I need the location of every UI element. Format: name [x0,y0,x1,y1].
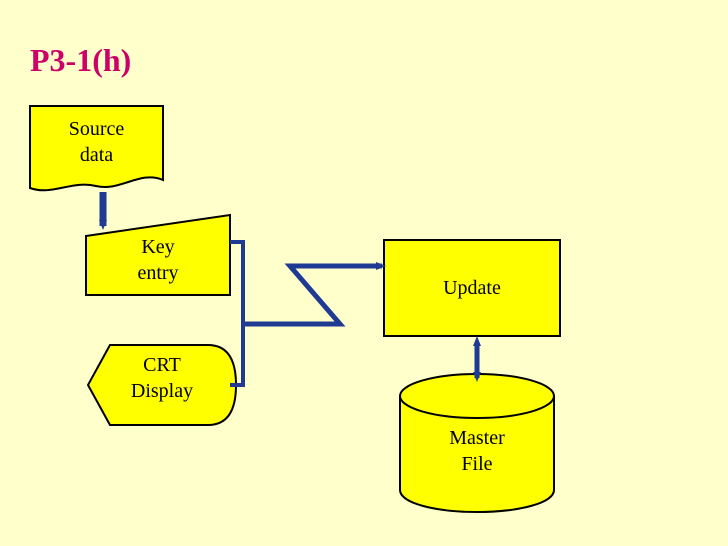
connector-keyentry-crt-bracket [230,240,245,387]
shape-source-data [29,105,164,192]
shape-master-file [399,395,555,514]
connector-bracket-to-update [243,262,386,327]
page-title: P3-1(h) [30,42,132,78]
shape-key-entry [85,213,231,296]
shape-update [383,239,561,337]
